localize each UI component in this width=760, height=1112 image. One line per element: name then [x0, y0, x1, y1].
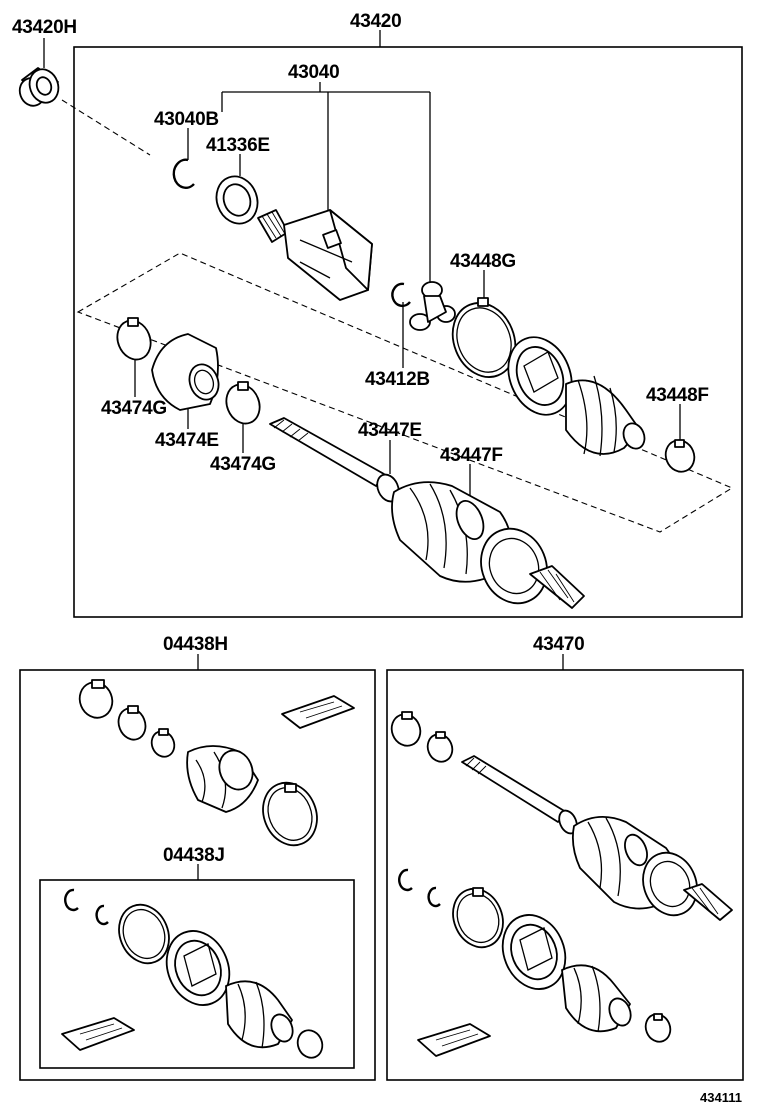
label-43040B: 43040B — [154, 109, 219, 130]
damper-band-43474G-right — [225, 381, 261, 425]
damper-band-43474G-left — [116, 317, 152, 361]
shaft-assembly-43470-parts — [390, 711, 733, 1057]
ring-41336E — [215, 175, 259, 225]
label-43470: 43470 — [533, 634, 584, 655]
kit-04438J-parts — [61, 888, 324, 1059]
drive-shaft-outer-joint — [269, 417, 585, 609]
label-43420: 43420 — [350, 11, 401, 32]
label-41336E: 41336E — [206, 135, 270, 156]
diagram-code: 434111 — [700, 1090, 742, 1105]
label-43412B: 43412B — [365, 369, 430, 390]
frame-43420 — [73, 46, 743, 618]
kit-04438H-parts — [78, 679, 355, 847]
boot-band-43448F — [664, 439, 696, 473]
label-43448F: 43448F — [646, 385, 709, 406]
label-43474E: 43474E — [155, 430, 219, 451]
inner-boot — [507, 336, 646, 457]
label-43420H: 43420H — [12, 17, 77, 38]
label-43448G: 43448G — [450, 251, 516, 272]
label-43447E: 43447E — [358, 420, 422, 441]
label-04438J: 04438J — [163, 845, 225, 866]
label-43474G-left: 43474G — [101, 398, 167, 419]
boot-band-43448G — [451, 297, 517, 378]
bearing-part — [18, 67, 60, 107]
frame-43470 — [386, 669, 744, 1081]
label-04438H: 04438H — [163, 634, 228, 655]
label-43474G-right: 43474G — [210, 454, 276, 475]
damper-43474E — [151, 333, 220, 411]
snap-ring-43412B — [391, 282, 411, 307]
bearing-dash-line — [61, 99, 151, 156]
snap-ring-43040B — [172, 158, 195, 189]
label-43040: 43040 — [288, 62, 339, 83]
tripod-joint — [409, 281, 456, 331]
inboard-joint-housing — [257, 209, 373, 301]
label-43447F: 43447F — [440, 445, 503, 466]
frame-04438J — [39, 879, 355, 1069]
leader-43040 — [221, 82, 431, 284]
